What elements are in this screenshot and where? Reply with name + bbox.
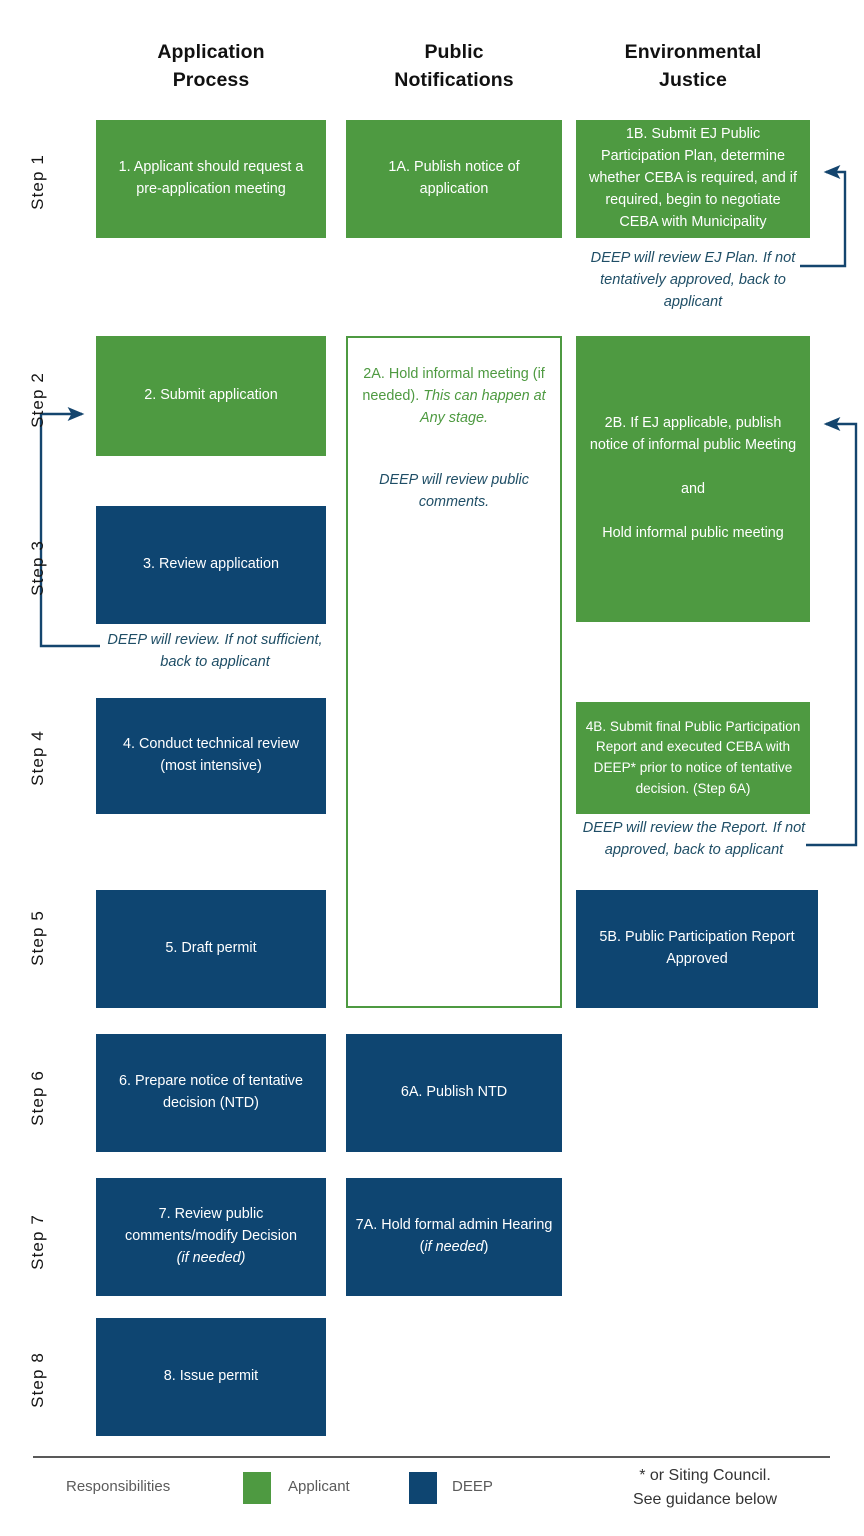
column-header-line2: Justice [659, 69, 727, 92]
step-label-8: Step 8 [28, 1352, 47, 1408]
box-6a-publish-ntd[interactable]: 6A. Publish NTD [346, 1034, 562, 1152]
box-7a-if-needed: if needed [424, 1239, 484, 1255]
box-4-conduct-technical-review[interactable]: 4. Conduct technical review (most intens… [96, 698, 326, 814]
box-3-text: 3. Review application [143, 556, 279, 573]
box-4-text: 4. Conduct technical review (most intens… [123, 736, 299, 774]
legend-swatch-deep [409, 1472, 437, 1504]
legend-divider [33, 1456, 830, 1458]
box-4b-text: 4B. Submit final Public Participation Re… [585, 718, 801, 796]
box-7-if-needed: (if needed) [176, 1249, 246, 1266]
box-7a-text: 7A. Hold formal admin Hearing ( [355, 1217, 553, 1255]
legend-label-deep: DEEP [452, 1478, 493, 1495]
step-label-2: Step 2 [28, 372, 47, 428]
step-label-3: Step 3 [28, 540, 47, 596]
box-2b-publish-informal-meeting-notice[interactable]: 2B. If EJ applicable, publish notice of … [576, 336, 810, 622]
box-6-prepare-ntd[interactable]: 6. Prepare notice of tentative decision … [96, 1034, 326, 1152]
box-2a-deep-note: DEEP will review public comments. [379, 471, 529, 510]
legend-label-applicant: Applicant [288, 1478, 350, 1495]
box-7-review-public-comments[interactable]: 7. Review public comments/modify Decisio… [96, 1178, 326, 1296]
column-header-public-notifications: Public Notifications [346, 38, 562, 95]
step-label-5: Step 5 [28, 910, 47, 966]
step-label-4: Step 4 [28, 730, 47, 786]
column-header-line1: Application [157, 41, 265, 63]
box-2a-text: 2A. Hold informal meeting (if needed). [362, 366, 545, 404]
box-1a-publish-notice[interactable]: 1A. Publish notice of application [346, 120, 562, 238]
box-7a-hold-formal-hearing[interactable]: 7A. Hold formal admin Hearing (if needed… [346, 1178, 562, 1296]
note-deep-review-ej-plan: DEEP will review EJ Plan. If not tentati… [590, 250, 796, 310]
box-2-submit-application[interactable]: 2. Submit application [96, 336, 326, 456]
box-5-draft-permit[interactable]: 5. Draft permit [96, 890, 326, 1008]
box-2a-italic-text: This can happen at Any stage. [420, 387, 546, 426]
step-label-7: Step 7 [28, 1214, 47, 1270]
box-1-pre-application-meeting[interactable]: 1. Applicant should request a pre-applic… [96, 120, 326, 238]
note-deep-review-application: DEEP will review. If not sufficient, bac… [107, 632, 323, 670]
column-header-line1: Environmental [624, 41, 762, 63]
box-3-review-application[interactable]: 3. Review application [96, 506, 326, 624]
box-8-issue-permit[interactable]: 8. Issue permit [96, 1318, 326, 1436]
box-4b-submit-final-report[interactable]: 4B. Submit final Public Participation Re… [576, 702, 810, 814]
box-1a-text: 1A. Publish notice of application [388, 159, 520, 197]
box-7a-text-close: ) [483, 1239, 489, 1255]
legend-footnote-line2: See guidance below [632, 1491, 778, 1508]
legend-swatch-applicant [243, 1472, 271, 1504]
legend-footnote-line1: * or Siting Council. [639, 1467, 771, 1484]
box-5b-report-approved[interactable]: 5B. Public Participation Report Approved [576, 890, 818, 1008]
box-1b-text: 1B. Submit EJ Public Participation Plan,… [589, 126, 797, 230]
box-2a-hold-informal-meeting[interactable]: 2A. Hold informal meeting (if needed). T… [346, 336, 562, 1008]
step-label-6: Step 6 [28, 1070, 47, 1126]
box-6a-text: 6A. Publish NTD [400, 1084, 508, 1101]
note-deep-review-report: DEEP will review the Report. If not appr… [582, 820, 806, 858]
box-6-text: 6. Prepare notice of tentative decision … [119, 1073, 303, 1111]
box-5-text: 5. Draft permit [165, 940, 257, 957]
box-2b-text: 2B. If EJ applicable, publish notice of … [589, 415, 797, 541]
arrow-review-loop [39, 407, 100, 648]
column-header-line2: Process [172, 69, 250, 92]
arrow-report-loop [806, 417, 858, 847]
box-2-text: 2. Submit application [144, 387, 278, 404]
legend-title: Responsibilities [66, 1478, 171, 1495]
box-8-text: 8. Issue permit [163, 1368, 259, 1385]
column-header-line2: Notifications [394, 69, 514, 92]
box-7-text: 7. Review public comments/modify Decisio… [125, 1206, 297, 1245]
box-1b-submit-ej-plan[interactable]: 1B. Submit EJ Public Participation Plan,… [576, 120, 810, 238]
step-label-1: Step 1 [28, 154, 47, 210]
box-1-text: 1. Applicant should request a pre-applic… [118, 159, 304, 197]
box-5b-text: 5B. Public Participation Report Approved [599, 929, 795, 967]
column-header-environmental-justice: Environmental Justice [576, 38, 810, 95]
column-header-line1: Public [424, 41, 484, 63]
column-header-application-process: Application Process [96, 38, 326, 95]
legend-footnote: * or Siting Council. See guidance below [600, 1464, 810, 1512]
